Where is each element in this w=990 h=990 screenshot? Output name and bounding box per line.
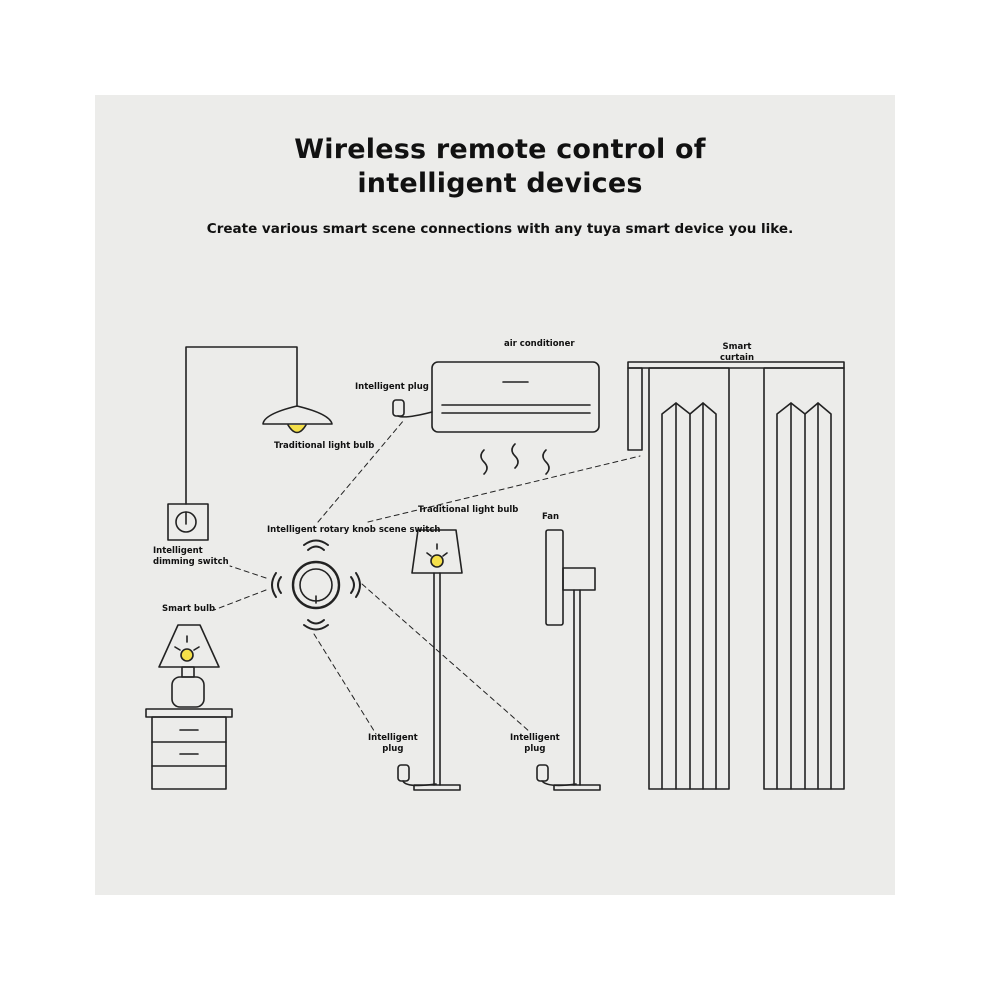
link-to-smart-bulb bbox=[213, 589, 267, 611]
label-smart-bulb: Smart bulb bbox=[162, 604, 216, 614]
title-line-2: intelligent devices bbox=[357, 168, 643, 199]
label-plug-left: Intelligent plug bbox=[368, 733, 418, 755]
label-smart-curtain-line1: Smart bbox=[722, 342, 752, 352]
connection-lines bbox=[213, 419, 641, 735]
label-intelligent-plug-top: Intelligent plug bbox=[355, 382, 429, 392]
label-plug-right-line1: Intelligent bbox=[510, 733, 560, 743]
label-plug-right-line2: plug bbox=[524, 744, 546, 754]
label-dimming-switch-line1: Intelligent bbox=[153, 546, 203, 556]
label-plug-left-line2: plug bbox=[382, 744, 404, 754]
label-rotary-knob: Intelligent rotary knob scene switch bbox=[267, 525, 441, 535]
link-to-plug-left bbox=[313, 633, 377, 735]
label-smart-curtain: Smart curtain bbox=[718, 342, 756, 364]
link-to-ac-plug bbox=[317, 419, 405, 523]
ceiling-lamp-icon bbox=[185, 346, 333, 505]
table-lamp-icon bbox=[158, 624, 220, 708]
plug-icon bbox=[392, 399, 433, 418]
wifi-wave-icon bbox=[271, 539, 361, 631]
label-smart-curtain-line2: curtain bbox=[719, 353, 755, 363]
label-traditional-light-bulb-lamp: Traditional light bulb bbox=[418, 505, 519, 515]
floor-lamp-icon bbox=[411, 529, 463, 791]
air-conditioner-icon bbox=[431, 361, 600, 475]
nightstand-icon bbox=[145, 708, 233, 790]
curtain-icon bbox=[627, 361, 845, 790]
page-title: Wireless remote control of intelligent d… bbox=[200, 133, 800, 201]
page-subtitle: Create various smart scene connections w… bbox=[206, 221, 794, 237]
label-dimming-switch-line2: dimming switch bbox=[153, 557, 229, 567]
label-fan: Fan bbox=[542, 512, 560, 522]
link-to-plug-right bbox=[361, 583, 531, 733]
illustration-panel bbox=[95, 95, 895, 895]
title-line-1: Wireless remote control of bbox=[294, 134, 706, 165]
wall-switch-icon bbox=[167, 503, 209, 541]
link-to-dimming-switch bbox=[229, 565, 267, 579]
label-air-conditioner: air conditioner bbox=[504, 339, 575, 349]
label-plug-right: Intelligent plug bbox=[510, 733, 560, 755]
rotary-knob-icon bbox=[291, 560, 341, 610]
label-plug-left-line1: Intelligent bbox=[368, 733, 418, 743]
fan-icon bbox=[545, 529, 601, 791]
label-traditional-light-bulb-ceiling: Traditional light bulb bbox=[274, 441, 375, 451]
link-to-curtain bbox=[367, 455, 641, 523]
label-dimming-switch: Intelligent dimming switch bbox=[153, 546, 229, 568]
plug-icon bbox=[397, 764, 437, 787]
plug-icon bbox=[536, 764, 577, 787]
